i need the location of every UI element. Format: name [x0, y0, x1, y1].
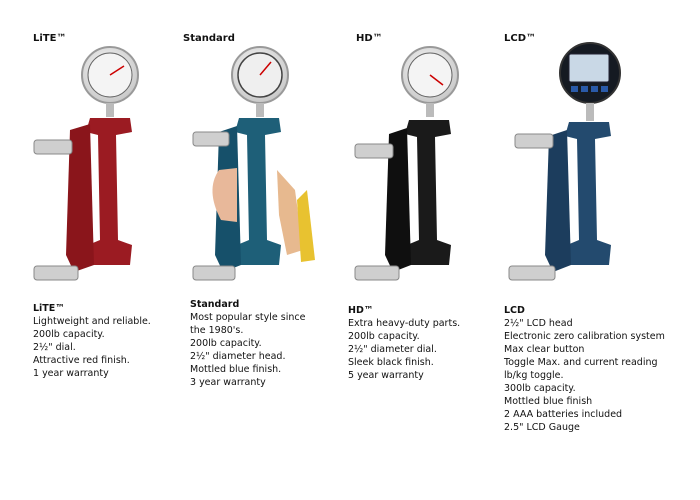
description-line: 2½" diameter head.	[190, 351, 286, 362]
description-line: Lightweight and reliable.	[33, 316, 151, 327]
product-description-lcd: LCD 2½" LCD head Electronic zero calibra…	[504, 304, 665, 434]
description-line: Toggle Max. and current reading	[504, 357, 658, 368]
description-line: 2 AAA batteries included	[504, 409, 623, 420]
description-line: Mottled blue finish.	[190, 364, 282, 375]
description-line: 1 year warranty	[33, 368, 109, 379]
description-line: Extra heavy-duty parts.	[348, 318, 461, 329]
description-line: Mottled blue finish	[504, 396, 593, 407]
dynamometer-image-standard	[192, 46, 315, 281]
description-line: Max clear button	[504, 344, 585, 355]
description-line: lb/kg toggle.	[504, 370, 564, 381]
product-description-lite: LiTE™ Lightweight and reliable. 200lb ca…	[33, 302, 151, 380]
description-line: 3 year warranty	[190, 377, 266, 388]
description-line: 2½" dial.	[33, 342, 76, 353]
product-description-hd: HD™ Extra heavy-duty parts. 200lb capaci…	[348, 304, 460, 382]
description-line: Attractive red finish.	[33, 355, 130, 366]
description-line: Electronic zero calibration system	[504, 331, 665, 342]
description-line: 2.5" LCD Gauge	[504, 422, 580, 433]
product-title: HD™	[348, 305, 374, 316]
product-title: LCD	[504, 305, 525, 316]
description-line: 2½" diameter dial.	[348, 344, 437, 355]
product-description-standard: Standard Most popular style since the 19…	[190, 298, 305, 389]
description-line: 200lb capacity.	[33, 329, 105, 340]
dynamometer-image-lcd	[508, 42, 621, 281]
description-line: 200lb capacity.	[348, 331, 420, 342]
description-line: 5 year warranty	[348, 370, 424, 381]
product-header-lite: LiTE™	[33, 33, 67, 44]
dynamometer-image-lite	[33, 46, 139, 281]
description-line: 300lb capacity.	[504, 383, 576, 394]
product-header-lcd: LCD™	[504, 33, 537, 44]
description-line: the 1980's.	[190, 325, 244, 336]
product-title: Standard	[190, 299, 240, 310]
description-line: Sleek black finish.	[348, 357, 434, 368]
description-line: Most popular style since	[190, 312, 306, 323]
product-header-hd: HD™	[356, 33, 383, 44]
description-line: 2½" LCD head	[504, 318, 573, 329]
dynamometer-image-hd	[354, 46, 459, 281]
product-title: LiTE™	[33, 303, 65, 314]
product-header-standard: Standard	[183, 33, 235, 44]
description-line: 200lb capacity.	[190, 338, 262, 349]
